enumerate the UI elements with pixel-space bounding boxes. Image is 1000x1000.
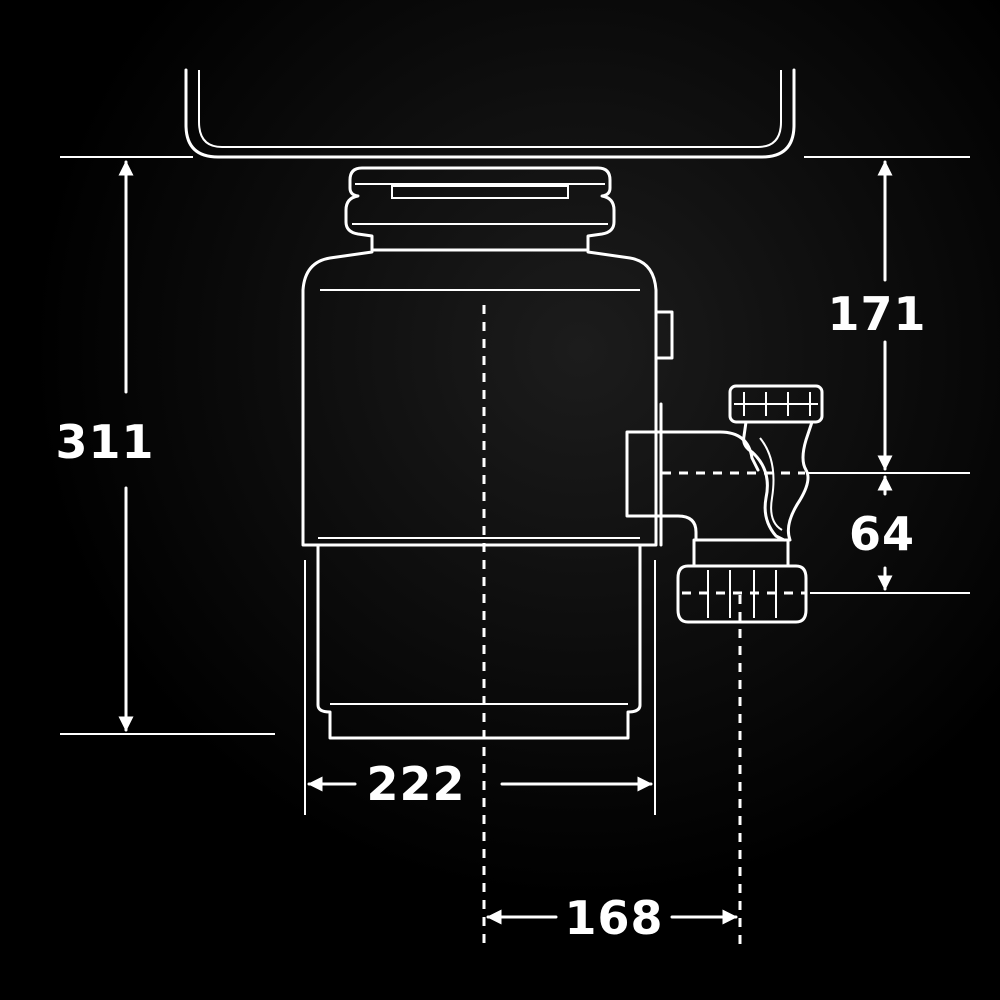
dimension-top-to-outlet: 171 xyxy=(827,160,926,471)
label-outlet-horizontal: 168 xyxy=(564,891,663,945)
dimension-outlet-horizontal: 168 xyxy=(486,891,738,945)
label-total-height: 311 xyxy=(55,415,154,469)
dimension-outlet-offset: 64 xyxy=(849,475,915,591)
label-body-width: 222 xyxy=(366,757,465,811)
mounting-flange xyxy=(344,166,616,252)
label-top-to-outlet: 171 xyxy=(827,287,926,341)
disposer-body xyxy=(301,250,674,547)
center-lines xyxy=(482,305,805,945)
dimension-total-height: 311 xyxy=(55,160,154,732)
sink-basin xyxy=(184,68,796,159)
lower-chamber xyxy=(316,543,642,740)
dimension-body-width: 222 xyxy=(307,757,653,811)
label-outlet-offset: 64 xyxy=(849,507,915,561)
outlet-cap-top xyxy=(728,384,824,424)
reference-lines xyxy=(60,156,970,815)
